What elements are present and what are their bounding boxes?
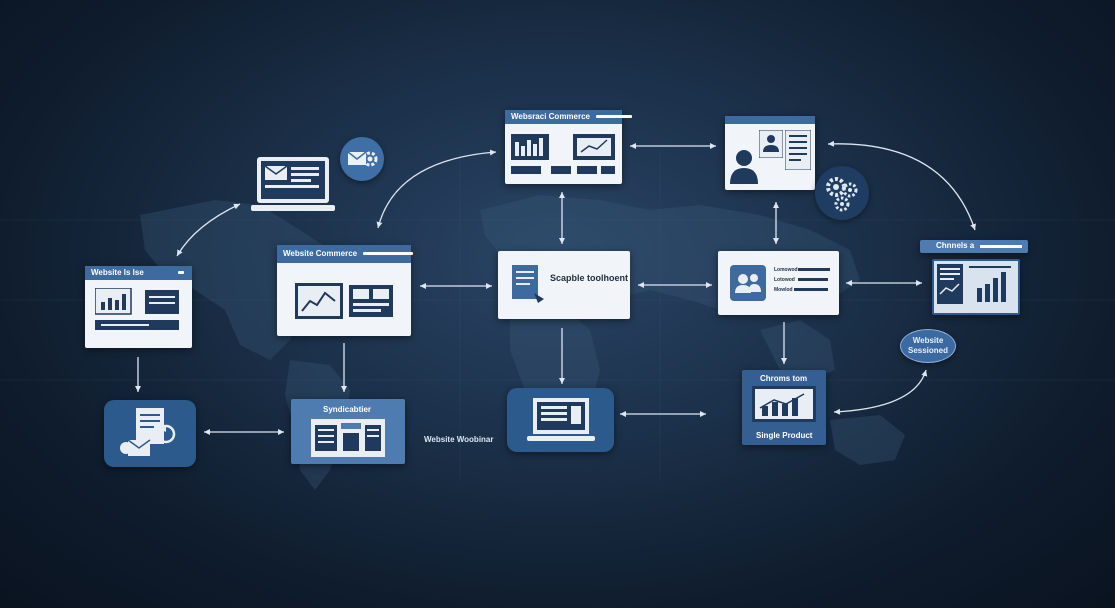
profile-line-3: Mowlod: [774, 287, 793, 293]
bar-chart-icon: [937, 264, 1011, 304]
card-title: Website Commerce: [283, 249, 358, 258]
laptop-tile[interactable]: [507, 388, 614, 452]
laptop-icon: [527, 398, 595, 441]
arrow-curve-top: [376, 149, 497, 229]
document-sync-tile[interactable]: [104, 400, 196, 467]
channels-chart-card[interactable]: [932, 259, 1020, 315]
scalable-toolkit-card[interactable]: Scapble toolhoent: [498, 251, 630, 319]
website-webinar-label: Website Woobinar: [424, 435, 494, 444]
laptop-icon: [251, 157, 335, 211]
analytics-icon: [295, 283, 393, 319]
single-product-card[interactable]: Chroms tom Single Product: [742, 370, 826, 445]
profile-line-1: Lomowod: [774, 267, 798, 273]
syndication-card[interactable]: Syndicabtier: [291, 399, 405, 464]
people-card[interactable]: Lomowod Lotowod Mowlod: [718, 251, 839, 315]
arrow-curve-right: [827, 140, 976, 231]
people-icon: [730, 265, 766, 301]
profile-line-2: Lotowod: [774, 277, 795, 283]
website-commerce-card[interactable]: Website Commerce: [277, 245, 414, 336]
card-title: Scapble toolhoent: [550, 273, 629, 283]
person-icon: [730, 150, 758, 184]
channels-header-bar: Chnnels a: [920, 240, 1028, 253]
mail-gear-icon: [340, 137, 384, 181]
card-subtitle: Single Product: [756, 431, 813, 440]
arrow-laptop-to-lse: [176, 203, 241, 257]
channels-label: Chnnels a: [936, 241, 975, 250]
document-icon: [512, 265, 544, 303]
layout-icon: [311, 419, 385, 457]
profile-card[interactable]: [725, 116, 815, 190]
document-sync-icon: [120, 408, 176, 456]
arrow-curve-sessions: [833, 369, 928, 415]
card-title: Websraci Commerce: [511, 112, 590, 121]
gears-icon: [815, 166, 869, 220]
document-icon: [785, 130, 811, 170]
website-is-lse-card[interactable]: Website ls lse: [85, 266, 192, 348]
dashboard-icon: [511, 134, 615, 174]
card-title: Syndicabtier: [323, 405, 372, 414]
card-title: Website ls lse: [91, 268, 144, 277]
line-chart-icon: [95, 288, 179, 330]
card-title: Chroms tom: [760, 374, 808, 383]
bar-chart-icon: [752, 386, 816, 422]
bubble-label: Website Sessioned: [907, 336, 948, 355]
website-sessions-bubble[interactable]: Website Sessioned: [900, 329, 956, 363]
website-commerce-top-card[interactable]: Websraci Commerce: [505, 110, 632, 184]
person-card-icon: [759, 130, 783, 158]
